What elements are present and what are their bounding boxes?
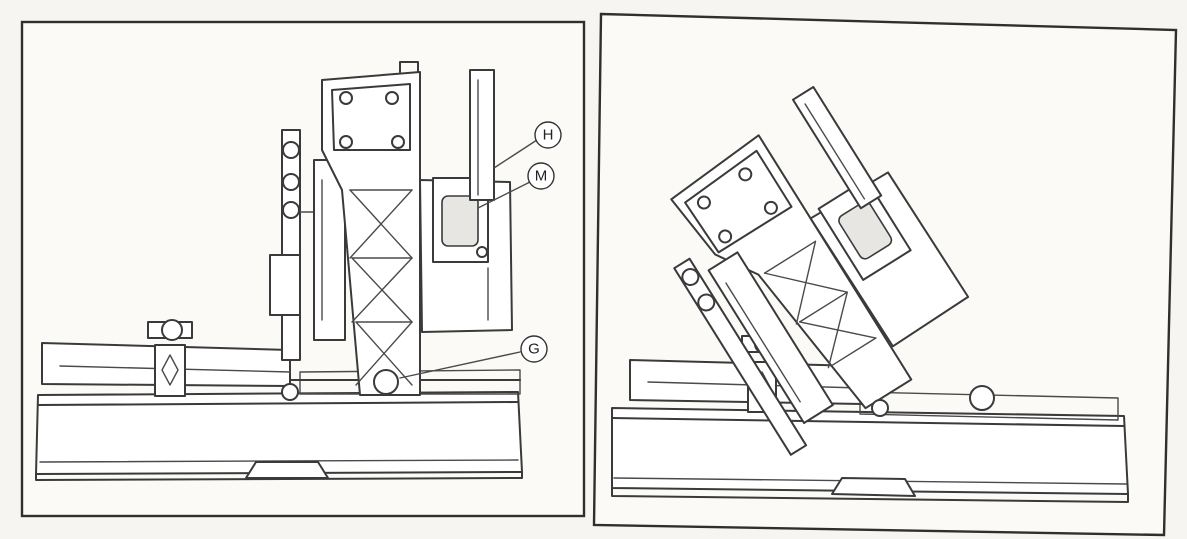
saw-base-right (611, 407, 1129, 503)
saw-base-left (35, 391, 523, 481)
leader-m (477, 179, 535, 209)
callout-h: H (534, 121, 562, 149)
callout-g: G (520, 335, 548, 363)
lattice-frame-left (321, 61, 421, 396)
base-handle-left (245, 461, 329, 479)
base-handle-right (831, 477, 916, 497)
callout-m-label: M (535, 168, 548, 185)
panel-upright: H M G (20, 20, 586, 518)
panel-tilted (592, 12, 1178, 537)
blade-guard-left (469, 69, 495, 201)
knob-g-right (969, 385, 995, 411)
motor-left (419, 69, 513, 333)
callout-h-label: H (543, 127, 554, 144)
leader-h (493, 137, 541, 169)
tilted-assembly (670, 85, 970, 456)
leader-g (399, 351, 521, 379)
callout-m: M (527, 162, 555, 190)
rod-assembly-left (269, 129, 346, 401)
knob-g-left (373, 369, 399, 395)
pivot-knob-right (871, 399, 889, 417)
callout-g-label: G (528, 341, 540, 358)
rail-clamp-left (154, 344, 186, 397)
rail-left (41, 319, 521, 397)
